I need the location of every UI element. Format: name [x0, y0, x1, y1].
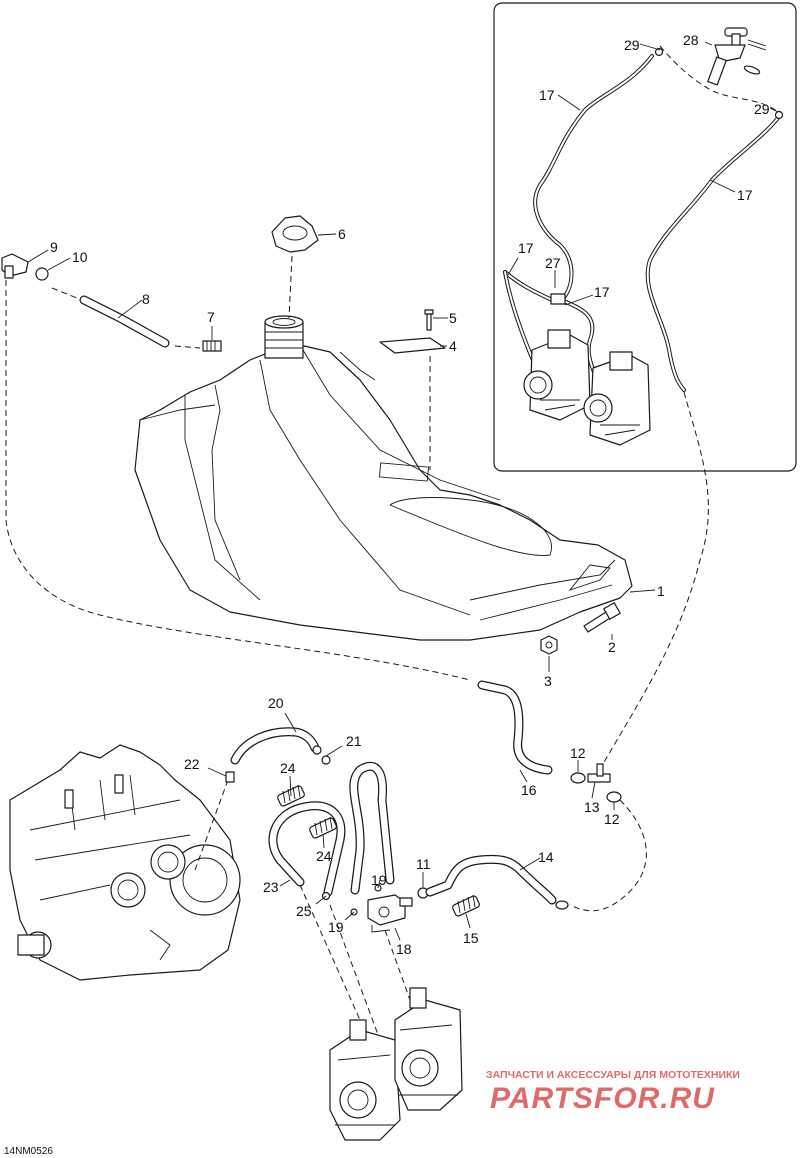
callout-12b: 12 — [604, 811, 620, 827]
fitting-29a — [654, 47, 664, 57]
callout-16: 16 — [521, 782, 537, 798]
screw-5 — [424, 309, 434, 331]
leader-lines — [27, 41, 779, 941]
callout-7: 7 — [207, 309, 215, 325]
carb-route-dashed-1 — [299, 884, 361, 1021]
tee-fitting-13 — [587, 763, 611, 783]
callout-23: 23 — [263, 879, 279, 895]
callout-17a: 17 — [539, 87, 555, 103]
plate-4 — [379, 337, 446, 354]
pulse-hose-20 — [230, 727, 320, 765]
filler-neck — [264, 315, 304, 359]
carburetors-lower — [329, 987, 463, 1141]
sleeve-15 — [452, 894, 480, 917]
callout-13: 13 — [584, 799, 600, 815]
callout-15: 15 — [463, 930, 479, 946]
vent-dashed-2 — [174, 345, 201, 349]
callout-17d: 17 — [594, 284, 610, 300]
watermark-line1: ЗАПЧАСТИ И АКСЕССУАРЫ ДЛЯ МОТОТЕХНИКИ — [486, 1069, 740, 1081]
vent-hose-8 — [79, 295, 170, 348]
cap-dashed-line — [288, 255, 293, 319]
clamp-14-end — [555, 900, 569, 910]
diagram-code: 14NM0526 — [4, 1146, 53, 1157]
clamp-12b — [606, 791, 622, 803]
callout-4: 4 — [449, 338, 457, 354]
return-dashed — [569, 799, 647, 912]
bolt-2 — [583, 602, 621, 633]
watermark: ЗАПЧАСТИ И АКСЕССУАРЫ ДЛЯ МОТОТЕХНИКИ PA… — [486, 1069, 740, 1115]
fuel-tank-1 — [134, 344, 633, 641]
callout-8: 8 — [142, 291, 150, 307]
primer-feed-dashed — [602, 391, 709, 765]
fitting-29b — [774, 110, 784, 120]
callout-5: 5 — [449, 310, 457, 326]
fitting-21a — [312, 745, 322, 755]
callouts: 1 2 3 4 5 6 7 8 9 10 11 12 12 13 14 15 1… — [50, 32, 770, 957]
callout-6: 6 — [338, 226, 346, 242]
vent-route-dashed — [5, 280, 471, 681]
callout-17b: 17 — [737, 187, 753, 203]
callout-22: 22 — [184, 756, 200, 772]
callout-27: 27 — [545, 255, 561, 271]
fuel-cap-6 — [271, 215, 319, 253]
callout-21: 21 — [346, 733, 362, 749]
callout-19b: 19 — [328, 919, 344, 935]
callout-18: 18 — [396, 941, 412, 957]
pulse-dashed — [194, 779, 229, 871]
primer-cables-17 — [503, 54, 780, 392]
callout-14: 14 — [538, 849, 554, 865]
callout-25: 25 — [296, 903, 312, 919]
callout-19a: 19 — [371, 872, 387, 888]
fuel-hoses-23 — [268, 761, 395, 897]
inset-carburetors — [523, 329, 651, 446]
grommet-10 — [35, 267, 49, 281]
nut-3 — [540, 635, 558, 655]
fuel-hose-14 — [425, 854, 557, 905]
fitting-21b — [321, 755, 331, 765]
primer-inset-frame — [493, 2, 797, 472]
carb-route-dashed-3 — [384, 929, 411, 1001]
vent-fitting-9 — [1, 253, 29, 279]
watermark-line2: PARTSFOR.RU — [490, 1082, 715, 1115]
callout-9: 9 — [50, 239, 58, 255]
callout-10: 10 — [72, 249, 88, 265]
callout-20: 20 — [268, 695, 284, 711]
callout-29b: 29 — [754, 101, 770, 117]
primer-dashed-line — [659, 45, 779, 113]
vent-dashed — [51, 287, 83, 301]
callout-1: 1 — [657, 583, 665, 599]
callout-12a: 12 — [570, 745, 586, 761]
fitting-22 — [225, 771, 235, 783]
primer-pump-28 — [707, 27, 767, 86]
valve-7 — [202, 340, 222, 352]
callout-24b: 24 — [316, 848, 332, 864]
callout-24a: 24 — [280, 760, 296, 776]
callout-2: 2 — [608, 639, 616, 655]
callout-29a: 29 — [624, 37, 640, 53]
callout-17c: 17 — [518, 240, 534, 256]
tee-27 — [550, 293, 566, 305]
carb-route-dashed-2 — [329, 904, 381, 1041]
sleeve-24b — [309, 816, 337, 839]
callout-3: 3 — [544, 673, 552, 689]
fuel-valve-18 — [367, 894, 413, 933]
callout-28: 28 — [683, 32, 699, 48]
engine — [9, 744, 241, 981]
callout-11: 11 — [416, 856, 431, 872]
clamp-12a — [570, 772, 586, 784]
fuel-hose-16 — [477, 680, 553, 775]
